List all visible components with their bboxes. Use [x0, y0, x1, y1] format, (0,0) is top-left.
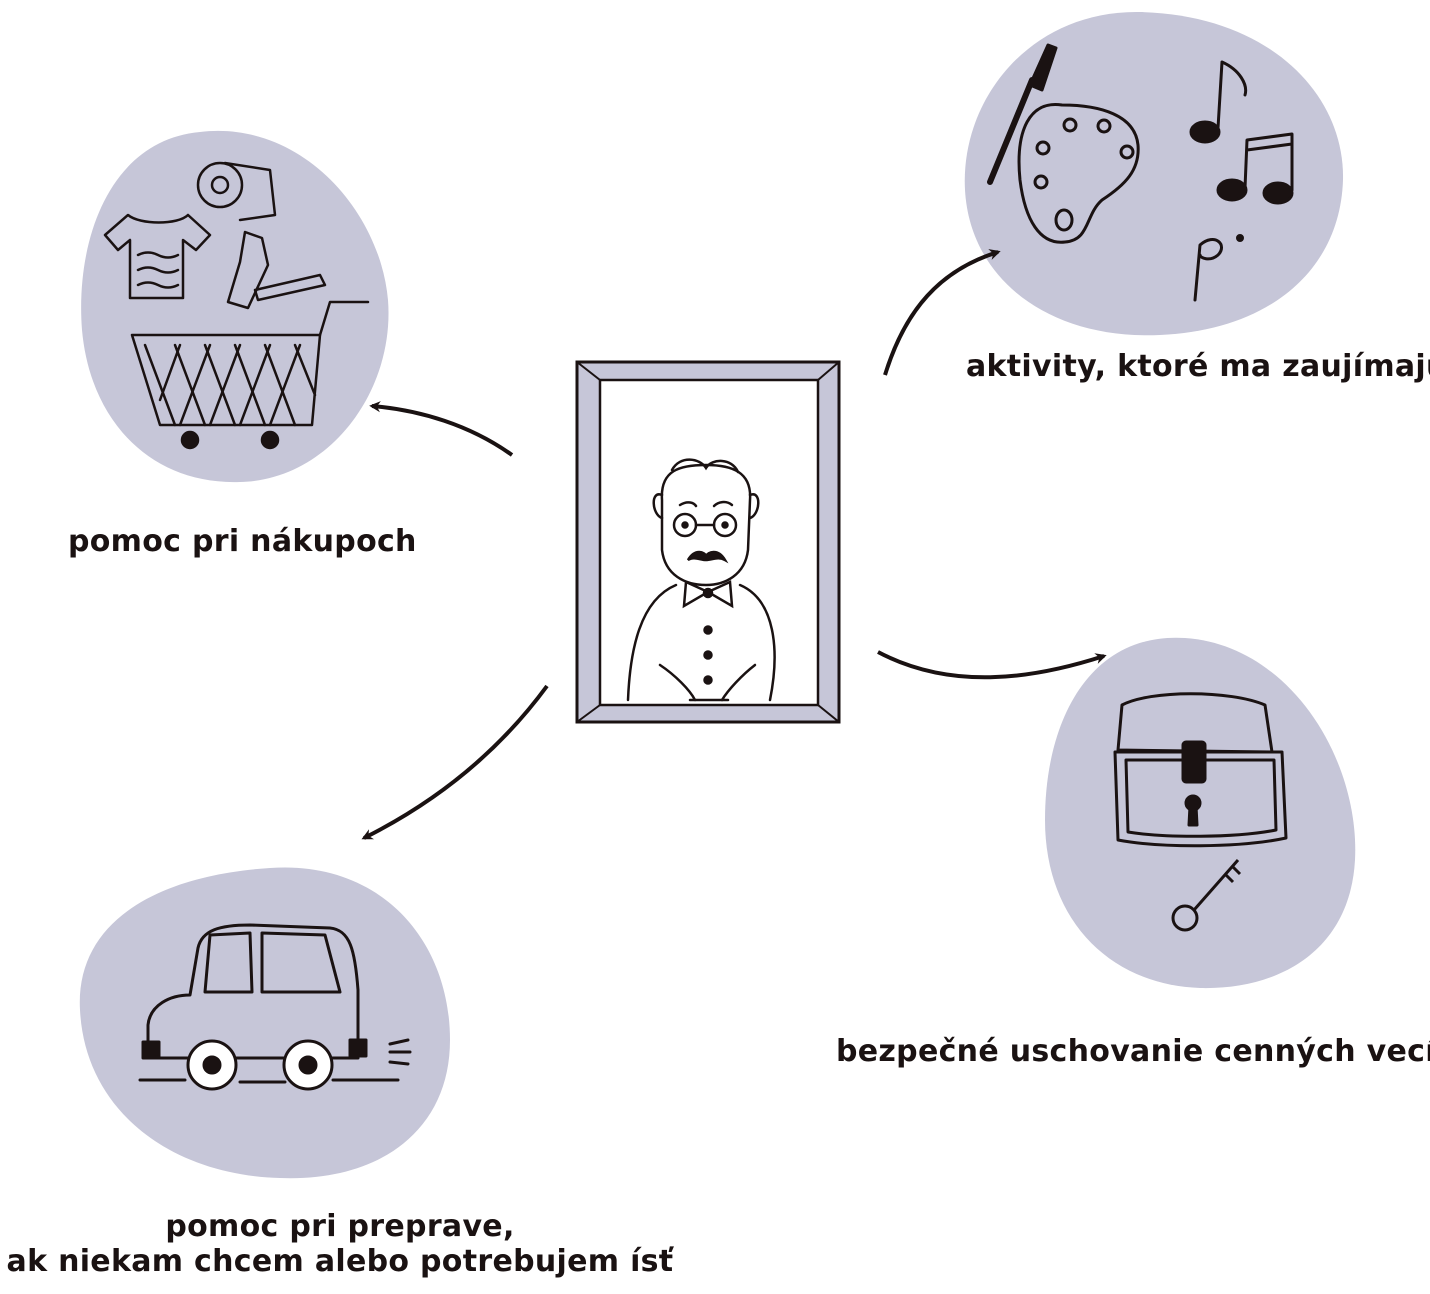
label-transport-line-1: pomoc pri preprave,	[165, 1209, 515, 1244]
label-shopping-help: pomoc pri nákupoch	[68, 524, 417, 559]
blob-shopping	[81, 130, 389, 483]
label-valuables-storage: bezpečné uschovanie cenných vecí	[836, 1034, 1430, 1069]
arrow-to-shopping	[369, 401, 514, 457]
arrow-to-activities	[883, 249, 1001, 376]
elderly-man-icon	[626, 458, 776, 702]
blob-activities	[964, 11, 1344, 336]
arrow-to-valuables	[877, 650, 1107, 680]
treasure-chest-icon	[1113, 692, 1288, 932]
arrow-to-transport	[361, 684, 549, 840]
label-transport-help: pomoc pri preprave, ak niekam chcem aleb…	[0, 1209, 680, 1279]
label-activities: aktivity, ktoré ma zaujímajú	[966, 349, 1430, 384]
label-transport-line-2: ak niekam chcem alebo potrebujem ísť	[6, 1243, 674, 1279]
car-icon	[138, 923, 412, 1091]
shopping-cart-icon	[103, 161, 370, 450]
palette-music-icon	[987, 43, 1294, 302]
blob-valuables	[1045, 637, 1356, 989]
blob-transport	[79, 867, 450, 1179]
